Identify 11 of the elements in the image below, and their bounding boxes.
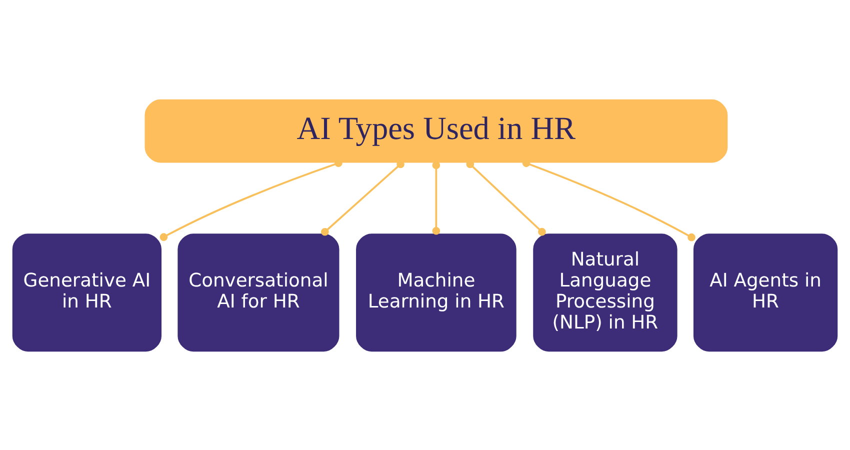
node-box: AI Agents in HR	[693, 233, 838, 352]
connector	[466, 160, 546, 236]
connector	[522, 158, 696, 241]
node-box: Natural Language Processing (NLP) in HR	[533, 233, 678, 352]
connector	[432, 160, 440, 234]
node-box: Machine Learning in HR	[356, 233, 516, 352]
node-box: AI Types Used in HR	[144, 98, 728, 162]
node-box: Generative AI in HR	[12, 233, 162, 352]
connector	[321, 160, 404, 236]
connector	[160, 158, 342, 240]
node-box: Conversational AI for HR	[178, 233, 340, 352]
